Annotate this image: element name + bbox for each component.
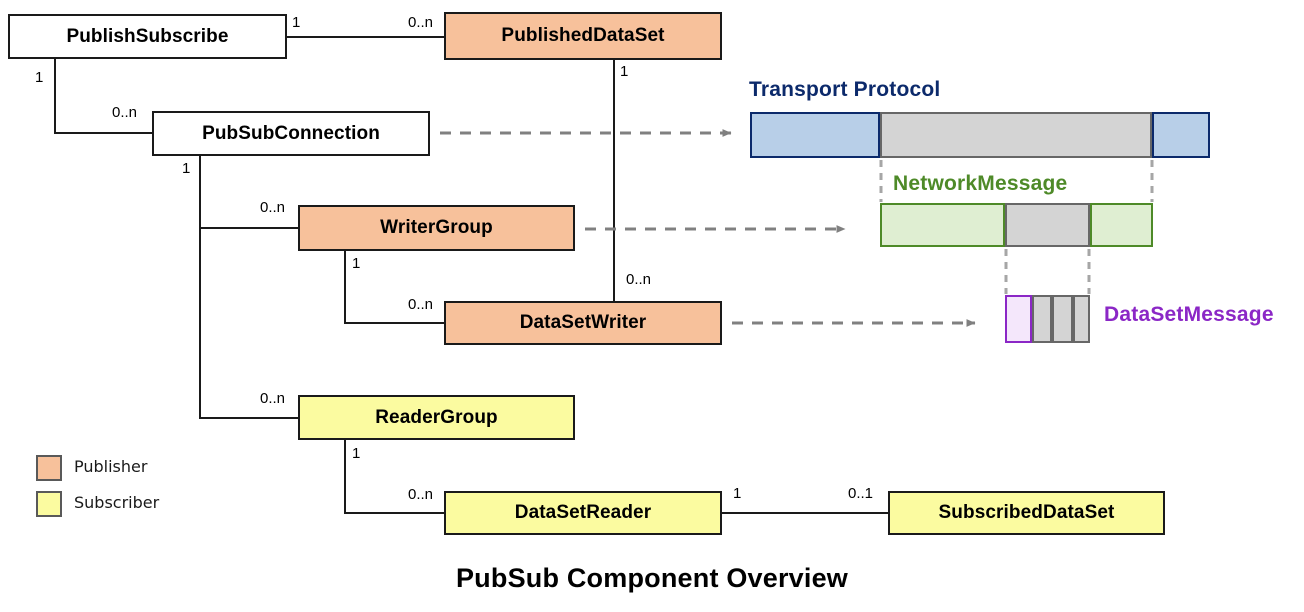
message-layer-transport-protocol <box>750 112 1210 158</box>
message-layer-network-message <box>880 203 1153 247</box>
network-message-label: NetworkMessage <box>893 172 1068 195</box>
multiplicity-label: 1 <box>292 14 301 31</box>
uml-box-label: WriterGroup <box>380 217 493 238</box>
data-set-message-label: DataSetMessage <box>1104 303 1274 326</box>
uml-box-publish-subscribe[interactable]: PublishSubscribe <box>8 14 287 59</box>
network-message-segment-header <box>880 203 1005 247</box>
assoc-readergroup-datasetreader <box>344 440 444 514</box>
multiplicity-label: 1 <box>620 63 629 80</box>
legend-swatch-subscriber <box>36 491 62 517</box>
uml-box-writer-group[interactable]: WriterGroup <box>298 205 575 251</box>
uml-box-label: PublishSubscribe <box>66 25 229 47</box>
uml-box-label: SubscribedDataSet <box>938 502 1115 523</box>
data-set-message-segment-header <box>1005 295 1032 343</box>
network-message-segment-payload <box>1005 203 1090 247</box>
data-set-message-segment-field2 <box>1052 295 1073 343</box>
uml-box-label: PublishedDataSet <box>501 25 665 46</box>
multiplicity-label: 0..n <box>408 486 434 503</box>
uml-box-reader-group[interactable]: ReaderGroup <box>298 395 575 440</box>
multiplicity-label: 1 <box>35 69 44 86</box>
transport-protocol-segment-header <box>750 112 880 158</box>
multiplicity-label: 0..1 <box>848 485 874 502</box>
uml-box-data-set-writer[interactable]: DataSetWriter <box>444 301 722 345</box>
multiplicity-label: 0..n <box>626 271 652 288</box>
transport-protocol-label: Transport Protocol <box>749 78 941 101</box>
guide-network-to-dataset <box>1004 249 1091 294</box>
legend-label-publisher: Publisher <box>74 457 148 476</box>
legend-swatch-publisher <box>36 455 62 481</box>
guide-transport-to-network <box>879 160 1154 202</box>
network-message-segment-trailer <box>1090 203 1153 247</box>
data-set-message-segment-field3 <box>1073 295 1090 343</box>
transport-protocol-segment-trailer <box>1152 112 1210 158</box>
multiplicity-label: 1 <box>352 255 361 272</box>
uml-box-subscribed-data-set[interactable]: SubscribedDataSet <box>888 491 1165 535</box>
assoc-pubsubconnection-readergroup <box>199 156 298 419</box>
message-layer-data-set-message <box>1005 295 1090 343</box>
multiplicity-label: 1 <box>733 485 742 502</box>
multiplicity-label: 0..n <box>260 199 286 216</box>
multiplicity-label: 0..n <box>408 296 434 313</box>
multiplicity-label: 0..n <box>408 14 434 31</box>
assoc-pubsubconnection-writergroup <box>199 156 298 229</box>
uml-box-label: DataSetWriter <box>519 312 647 333</box>
uml-box-label: PubSubConnection <box>202 122 380 144</box>
data-set-message-segment-field1 <box>1032 295 1052 343</box>
uml-box-label: ReaderGroup <box>375 406 498 428</box>
uml-box-published-data-set[interactable]: PublishedDataSet <box>444 12 722 60</box>
transport-protocol-segment-payload <box>880 112 1152 158</box>
multiplicity-label: 0..n <box>260 390 286 407</box>
assoc-publishsubscribe-pubsubconnection <box>54 59 152 134</box>
multiplicity-label: 1 <box>182 160 191 177</box>
assoc-writergroup-datasetwriter <box>344 251 444 324</box>
multiplicity-label: 1 <box>352 445 361 462</box>
legend-label-subscriber: Subscriber <box>74 493 160 512</box>
multiplicity-label: 0..n <box>112 104 138 121</box>
uml-box-label: DataSetReader <box>514 502 652 523</box>
uml-box-pub-sub-connection[interactable]: PubSubConnection <box>152 111 430 156</box>
uml-box-data-set-reader[interactable]: DataSetReader <box>444 491 722 535</box>
diagram-title: PubSub Component Overview <box>455 563 849 593</box>
